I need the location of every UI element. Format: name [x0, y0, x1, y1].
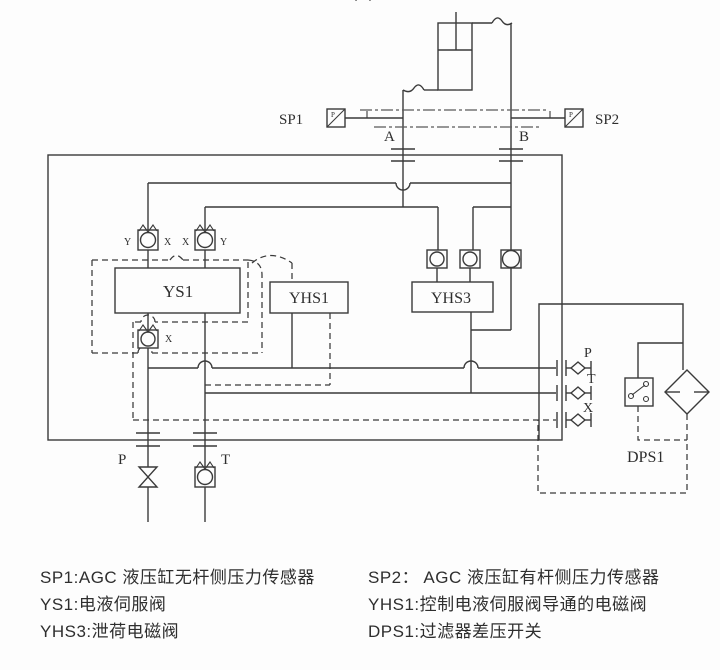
pilot2-left-label: X — [182, 237, 190, 248]
right-port-p: P — [556, 346, 592, 376]
test-coupling-icon — [569, 386, 587, 400]
legend-line: SP2： AGC 液压缸有杆侧压力传感器 — [368, 567, 659, 587]
bottom-t-label: T — [221, 452, 230, 468]
test-coupling-icon — [569, 361, 587, 375]
right-port-t: T — [556, 372, 596, 401]
sp2-sensor: P SP2 — [511, 108, 619, 128]
break-line-left — [402, 84, 425, 93]
port-b-interface — [499, 148, 523, 250]
right-p-label: P — [584, 346, 592, 361]
hydraulic-cylinder — [360, 12, 546, 150]
right-port-x: X — [556, 401, 593, 428]
dps1-assembly: DPS1 — [537, 303, 710, 494]
port-b-label: B — [519, 129, 529, 145]
break-line-right — [491, 17, 513, 26]
solenoid-icon — [500, 249, 522, 269]
port-a-interface — [391, 148, 415, 207]
p-rail — [148, 360, 556, 369]
yhs3-unloading-valve: YHS3 — [411, 249, 522, 393]
sp2-label: SP2 — [595, 112, 619, 128]
ys1-pilot-enclosure — [91, 254, 263, 420]
dps1-label: DPS1 — [627, 449, 664, 466]
right-x-label: X — [583, 401, 593, 416]
upper-manifold-lines — [147, 182, 511, 250]
legend-line: DPS1:过滤器差压开关 — [368, 622, 542, 641]
bottom-port-t: T — [193, 432, 230, 522]
legend-line: YHS3:泄荷电磁阀 — [40, 622, 179, 641]
callout-balloon-fragment — [355, 0, 371, 2]
manifold-block — [47, 154, 563, 441]
pressure-switch-icon — [624, 377, 654, 407]
pilot1-left-label: Y — [124, 237, 131, 248]
pilot-valve-right — [194, 224, 216, 251]
legend-line: YS1:电液伺服阀 — [40, 595, 166, 614]
drain-x-label: X — [165, 334, 173, 345]
sp1-label: SP1 — [279, 112, 303, 128]
port-a-label: A — [384, 129, 395, 145]
sensor-letter: P — [331, 111, 335, 119]
ys1-servo-valve: YS1 — [114, 250, 241, 314]
sp1-sensor: SP1 P — [279, 108, 403, 128]
legend-line: YHS1:控制电液伺服阀导通的电磁阀 — [368, 595, 647, 614]
sensor-letter: P — [569, 111, 573, 119]
check-valve-x: X — [137, 313, 173, 446]
pilot1-right-label: X — [164, 237, 172, 248]
pilot-valve-left — [137, 224, 159, 251]
yhs1-solenoid-valve: YHS1 — [205, 254, 349, 386]
yhs3-label: YHS3 — [431, 290, 471, 307]
ys1-label: YS1 — [163, 282, 193, 301]
bottom-p-label: P — [118, 452, 126, 468]
right-t-label: T — [587, 372, 596, 387]
pilot2-right-label: Y — [220, 237, 227, 248]
piston-body — [437, 22, 473, 91]
bottom-port-p: P — [118, 432, 160, 522]
legend: SP1:AGC 液压缸无杆侧压力传感器 YS1:电液伺服阀 YHS3:泄荷电磁阀… — [40, 567, 659, 641]
yhs1-label: YHS1 — [289, 290, 329, 307]
legend-line: SP1:AGC 液压缸无杆侧压力传感器 — [40, 567, 315, 587]
shutoff-valve-icon — [137, 466, 159, 479]
